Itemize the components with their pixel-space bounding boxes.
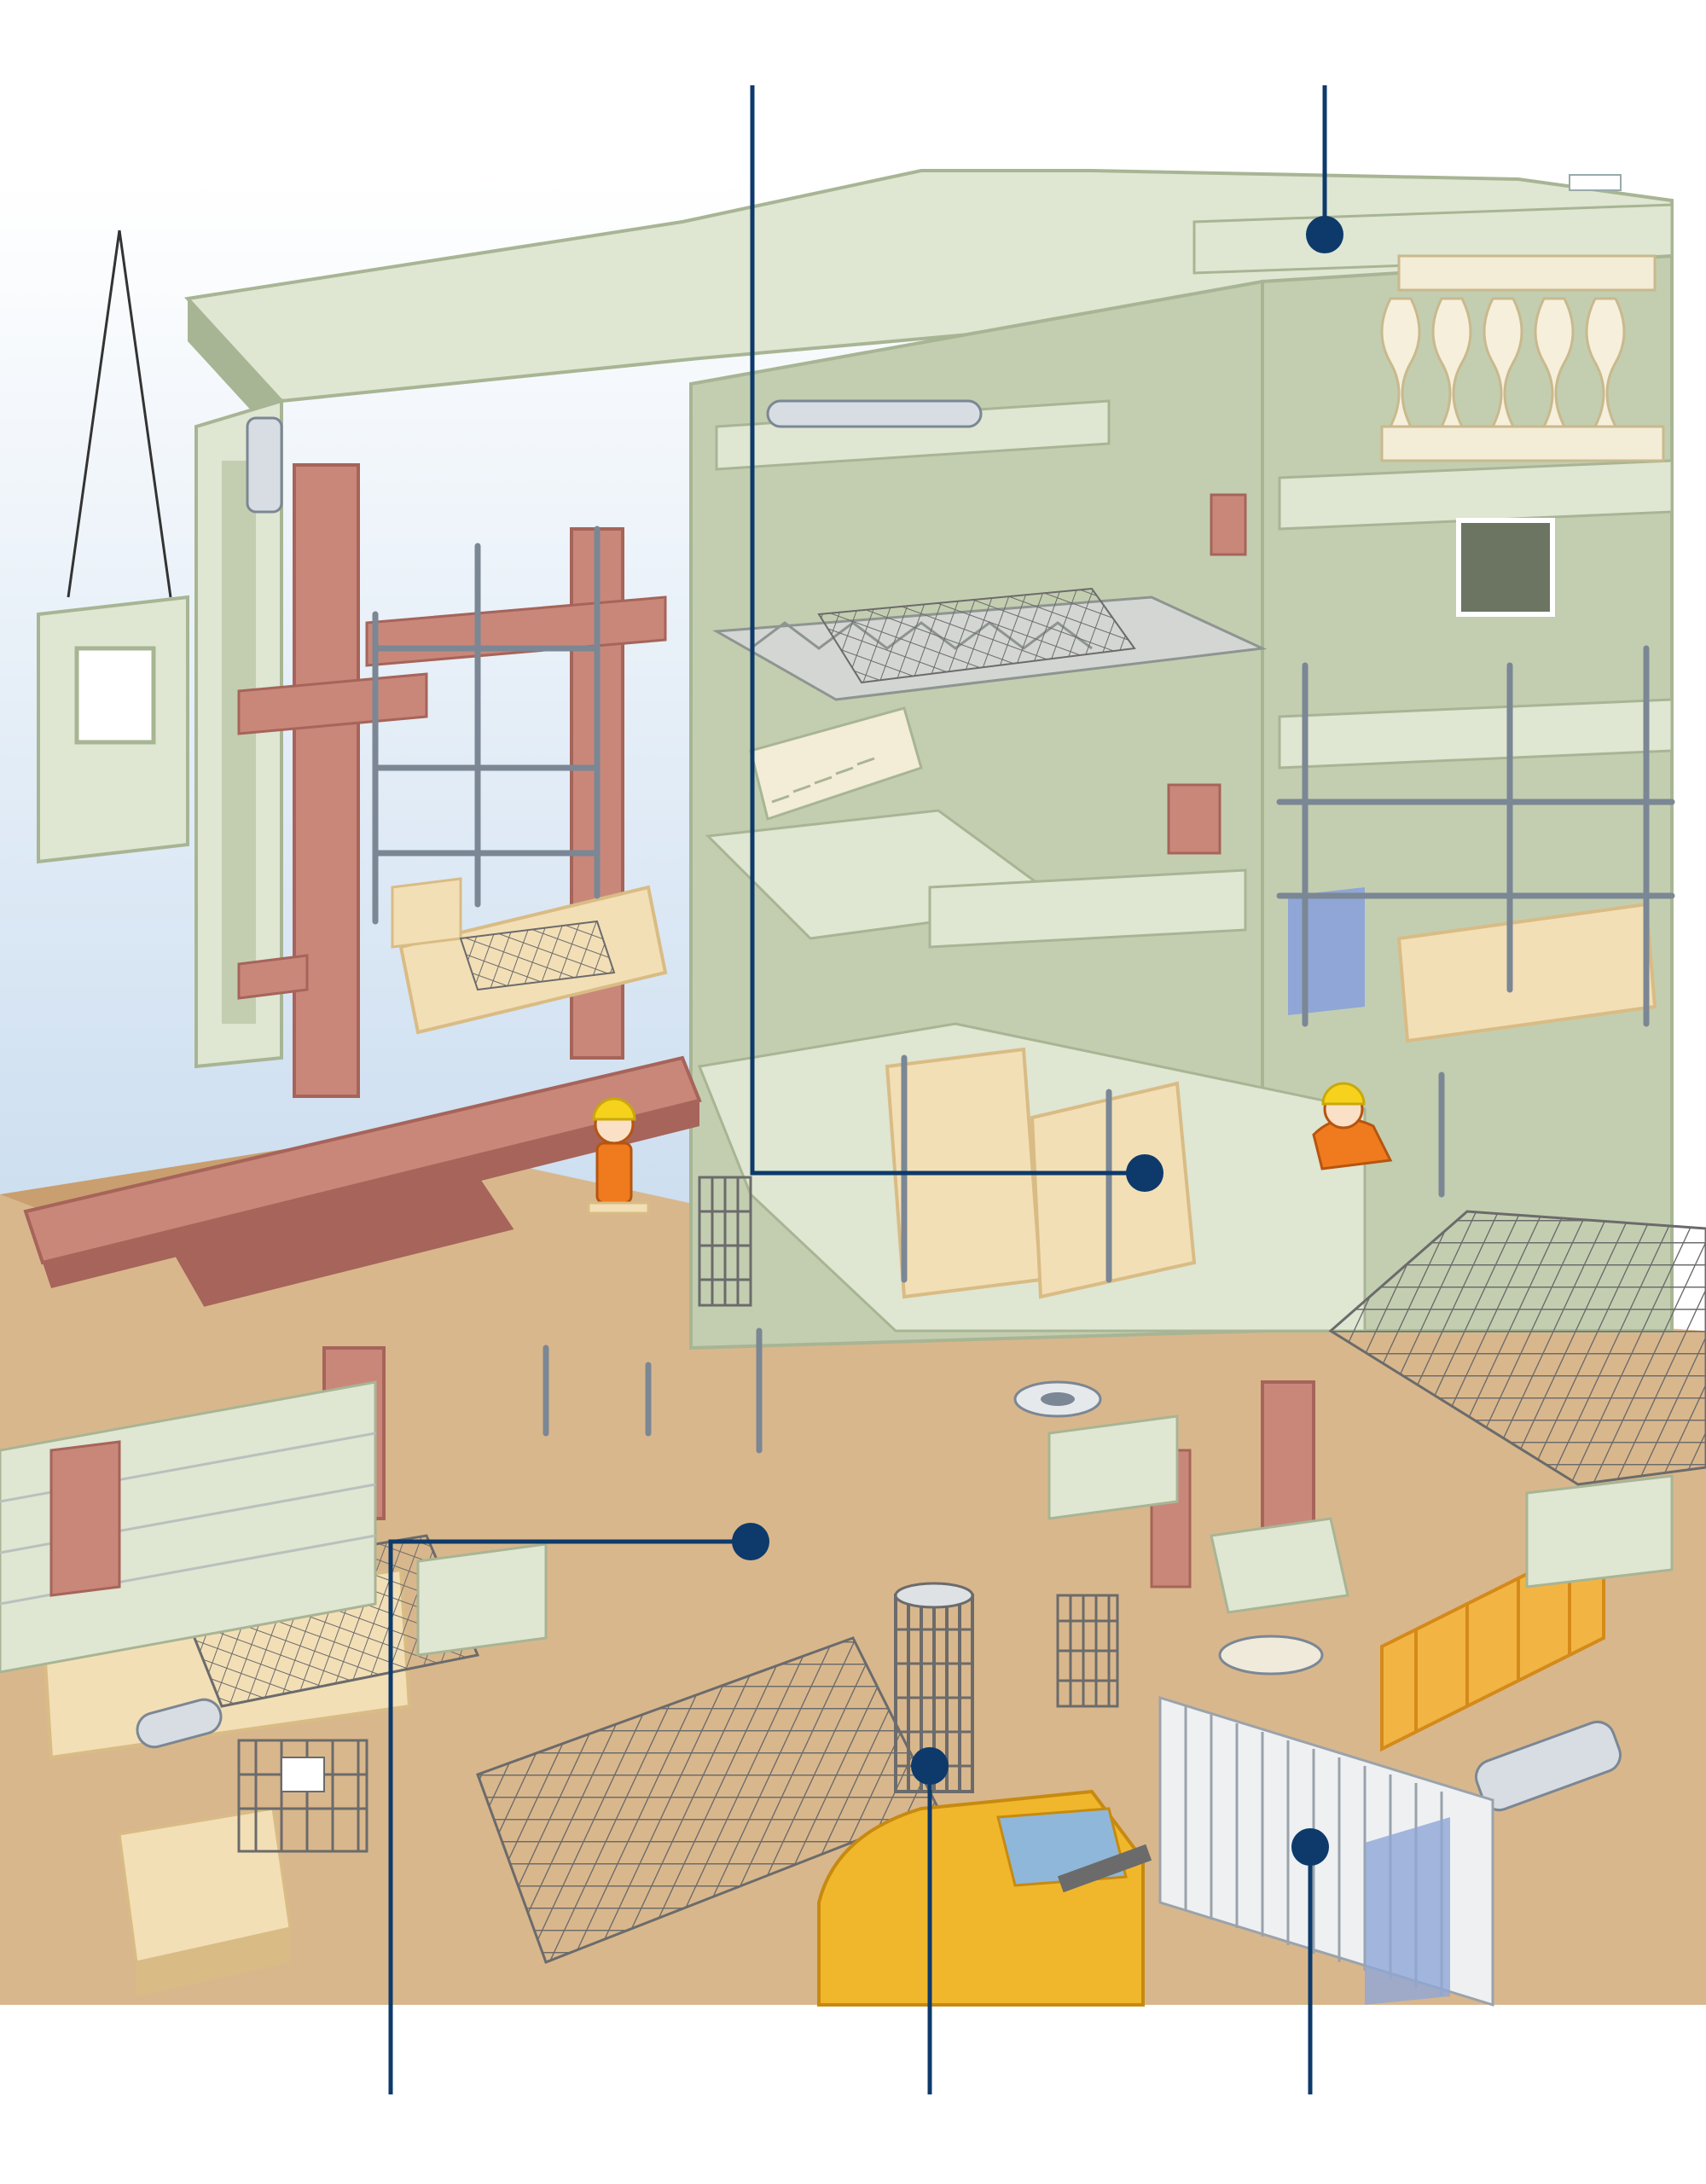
pipe-bundle <box>1474 1720 1622 1812</box>
concrete-blocks <box>416 1414 1674 1657</box>
plywood-stack <box>118 1807 292 1996</box>
callout-dot-top-right <box>1306 216 1343 253</box>
rebar-cages <box>237 1176 1119 1853</box>
rebar-cage-column <box>894 1582 974 1793</box>
slab-formwork-right <box>1396 902 1657 1043</box>
callout-dot-bottom-left <box>732 1523 769 1560</box>
callout-dot-bottom-right <box>1291 1828 1329 1866</box>
column-formwork-right <box>1030 1081 1197 1299</box>
rebar-mesh-beam <box>459 920 616 991</box>
duct-left <box>246 416 283 514</box>
rebar-cage-footing <box>237 1739 368 1853</box>
callout-leaders <box>388 85 1343 2094</box>
steel-column-left <box>293 463 360 1098</box>
pipes <box>136 399 1622 1812</box>
worker-kneeling <box>1312 1082 1393 1170</box>
callout-line-top-center <box>750 85 1145 1176</box>
rebar-mesh-deck <box>817 587 1136 684</box>
foundation-ring <box>1218 1635 1324 1676</box>
callout-dot-bottom-center <box>911 1747 949 1785</box>
recessed-panel <box>1456 518 1555 617</box>
blue-formwork-panel <box>1288 887 1365 1015</box>
baluster-railing <box>1380 254 1665 462</box>
steel-beam-low <box>237 954 309 1000</box>
rebar-mesh-slab-right <box>1328 1210 1706 1486</box>
callout-dot-top-center <box>1126 1154 1163 1192</box>
sleeve-pipe <box>136 1698 223 1749</box>
steel-beam-mid <box>237 672 428 735</box>
rebar-cage-left <box>698 1176 752 1307</box>
hanging-precast-panel <box>37 229 189 864</box>
roof-hatch <box>1569 174 1622 191</box>
excavator <box>817 1789 1152 2007</box>
retaining-wall <box>0 1380 377 1674</box>
callout-line-bottom-left <box>388 1539 751 2094</box>
pipe-supports <box>372 526 1675 1454</box>
worker-on-scaffold <box>587 1097 650 1215</box>
rebar-cage-small <box>1056 1594 1119 1708</box>
horizontal-pipe <box>766 399 983 428</box>
rebar-meshes <box>168 587 1706 1964</box>
concrete-stair <box>749 706 923 821</box>
